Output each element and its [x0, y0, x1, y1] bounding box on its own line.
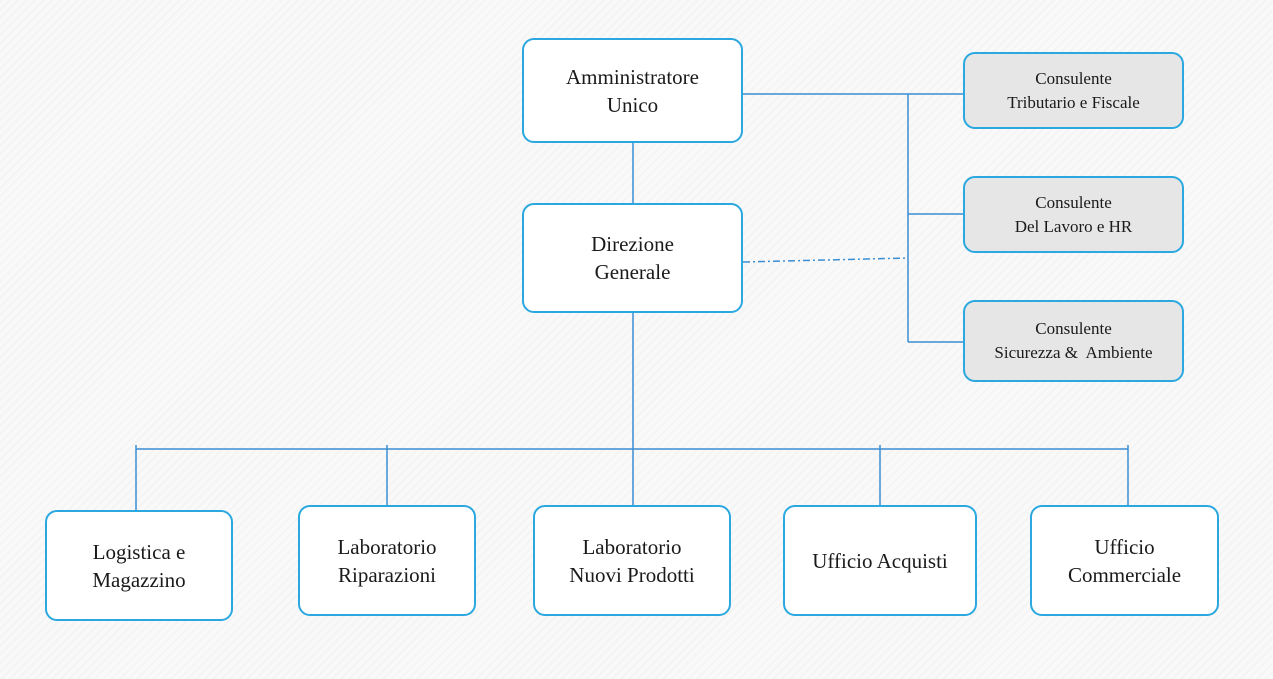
box-label-line2: Sicurezza & Ambiente [994, 343, 1153, 362]
box-label-line1: Consulente [1035, 192, 1112, 212]
box-direzione-generale: Direzione Generale [522, 203, 743, 313]
box-label-line2: Magazzino [92, 567, 186, 592]
box-label-line1: Laboratorio [337, 534, 437, 559]
box-consulente-lavoro-hr: Consulente Del Lavoro e HR [963, 176, 1184, 253]
box-consulente-tributario: Consulente Tributario e Fiscale [963, 52, 1184, 129]
box-label-line2: Del Lavoro e HR [1014, 216, 1133, 236]
box-label-line2: Tributario e Fiscale [1007, 92, 1140, 112]
box-label-line1: Amministratore [566, 64, 699, 89]
box-label-line1: Consulente [1035, 319, 1112, 338]
box-label-line1: Ufficio Acquisti [812, 548, 948, 573]
box-label-line2: Riparazioni [338, 562, 436, 587]
box-label-line1: Logistica e [92, 539, 186, 564]
connector-director-staff-dashed [742, 257, 909, 263]
box-label-line1: Consulente [1035, 68, 1112, 88]
box-label-line1: Ufficio [1094, 534, 1155, 559]
box-laboratorio-nuovi-prodotti: Laboratorio Nuovi Prodotti [533, 505, 731, 616]
box-label-line1: Laboratorio [582, 534, 682, 559]
box-label-line2: Commerciale [1067, 562, 1182, 587]
box-logistica-magazzino: Logistica e Magazzino [45, 510, 233, 621]
box-label-line2: Unico [606, 92, 659, 117]
box-label-line2: Generale [594, 260, 671, 284]
box-ufficio-acquisti: Ufficio Acquisti [783, 505, 977, 616]
box-laboratorio-riparazioni: Laboratorio Riparazioni [298, 505, 476, 616]
box-ufficio-commerciale: Ufficio Commerciale [1030, 505, 1219, 616]
box-label-line2: Nuovi Prodotti [569, 562, 695, 587]
box-amministratore-unico: Amministratore Unico [522, 38, 743, 143]
box-label-line1: Direzione [591, 232, 674, 256]
box-consulente-sicurezza: Consulente Sicurezza & Ambiente [963, 300, 1184, 382]
